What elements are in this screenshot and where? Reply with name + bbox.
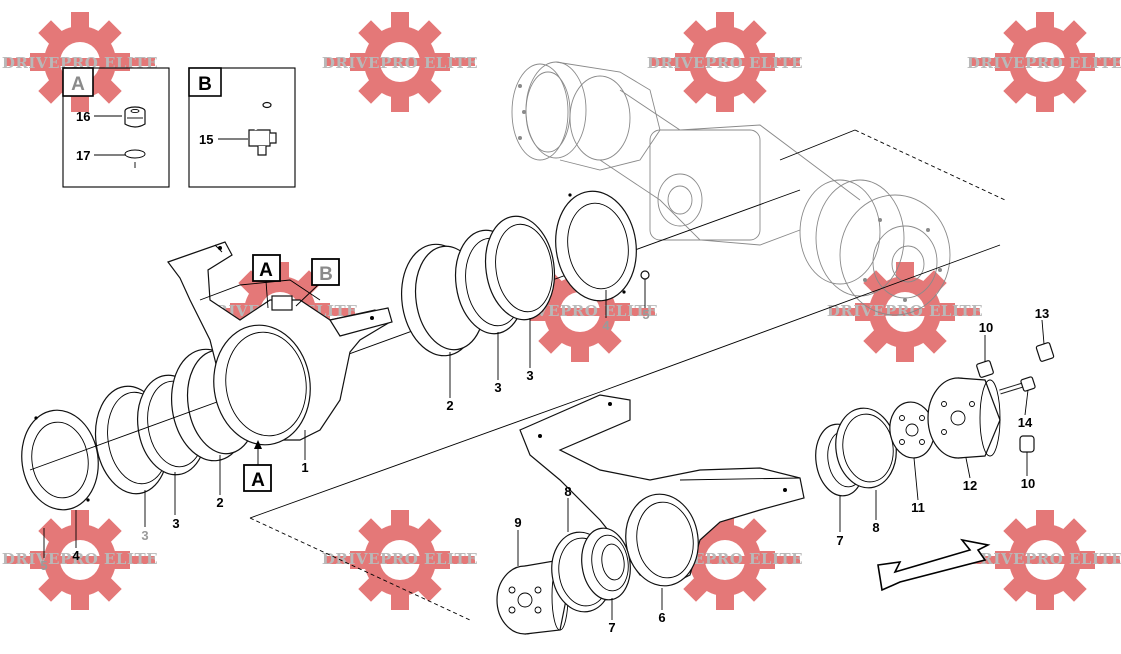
cover-plate-right bbox=[927, 377, 1001, 459]
shim-plate-left bbox=[21, 409, 99, 511]
part-label: 13 bbox=[1035, 306, 1049, 321]
part-label: 16 bbox=[76, 109, 90, 124]
roller-bearing-bottom bbox=[581, 527, 631, 601]
part-label: 17 bbox=[76, 148, 90, 163]
part-number-labels: 1 2 3 3 4 5 2 3 3 4 5 6 7 7 8 8 9 10 10 … bbox=[40, 306, 1049, 635]
part-label: 8 bbox=[872, 520, 879, 535]
upper-bracket-part bbox=[167, 241, 393, 446]
watermark-text: DRIVEPRO ELITE bbox=[967, 550, 1121, 568]
part-label: 10 bbox=[979, 320, 993, 335]
part-label: 15 bbox=[199, 132, 213, 147]
svg-text:A: A bbox=[251, 470, 265, 491]
seal-ring-right bbox=[835, 407, 897, 489]
inset-box-b: B 15 bbox=[188, 67, 296, 188]
watermark-text: DRIVEPRO ELITE bbox=[322, 54, 478, 72]
part-label: 6 bbox=[658, 610, 665, 625]
inset-box-a: A 16 17 bbox=[62, 67, 170, 188]
part-label: 1 bbox=[301, 460, 308, 475]
seal-ring-middle-b bbox=[484, 215, 556, 321]
part-label: 14 bbox=[1018, 415, 1033, 430]
front-direction-arrow-icon bbox=[877, 538, 991, 592]
drain-plug-icon bbox=[124, 106, 146, 128]
spacer-washer-right bbox=[889, 401, 935, 459]
nut-part bbox=[976, 360, 994, 378]
watermark-text: DRIVEPRO ELITE bbox=[322, 550, 478, 568]
svg-text:A: A bbox=[259, 260, 273, 281]
part-label: 5 bbox=[40, 558, 47, 573]
part-label: 5 bbox=[642, 307, 649, 322]
part-label: 11 bbox=[911, 500, 925, 515]
part-label: 2 bbox=[216, 495, 223, 510]
part-label: 7 bbox=[836, 533, 843, 548]
part-label: 3 bbox=[172, 516, 179, 531]
callout-b-top: B bbox=[295, 258, 340, 307]
watermark-text: DRIVEPRO ELITE bbox=[967, 54, 1121, 72]
inset-letter: A bbox=[71, 74, 85, 95]
part-label: 3 bbox=[141, 528, 148, 543]
part-label: 7 bbox=[608, 620, 615, 635]
leader-lines bbox=[43, 290, 1045, 620]
part-label: 10 bbox=[1021, 476, 1035, 491]
bolt-small-middle bbox=[640, 270, 650, 300]
svg-text:B: B bbox=[319, 264, 333, 285]
watermark-text: DRIVEPRO ELITE bbox=[2, 550, 158, 568]
inset-letter: B bbox=[198, 74, 212, 95]
shim-plate-middle bbox=[555, 190, 637, 302]
o-ring-icon bbox=[124, 149, 146, 168]
part-label: 8 bbox=[564, 484, 571, 499]
part-label: 3 bbox=[494, 380, 501, 395]
axle-housing-drawing bbox=[511, 61, 951, 316]
watermark-text: DRIVEPRO ELITE bbox=[827, 302, 983, 320]
callout-a-top: A bbox=[252, 254, 281, 309]
short-bolt-part bbox=[999, 376, 1036, 395]
part-label: 4 bbox=[602, 318, 610, 333]
dashed-reference-lines bbox=[249, 129, 1006, 621]
part-label: 4 bbox=[72, 548, 80, 563]
cap-nut-part bbox=[1019, 435, 1035, 453]
part-label: 9 bbox=[514, 515, 521, 530]
watermark-text: DRIVEPRO ELITE bbox=[647, 54, 803, 72]
long-bolt-part bbox=[989, 342, 1055, 370]
callout-a-bottom: A bbox=[243, 440, 272, 492]
watermark-text-layer: DRIVEPRO ELITE DRIVEPRO ELITE DRIVEPRO E… bbox=[2, 54, 1121, 568]
part-label: 3 bbox=[526, 368, 533, 383]
breather-fitting-icon bbox=[248, 101, 277, 156]
part-label: 2 bbox=[446, 398, 453, 413]
part-label: 12 bbox=[963, 478, 977, 493]
